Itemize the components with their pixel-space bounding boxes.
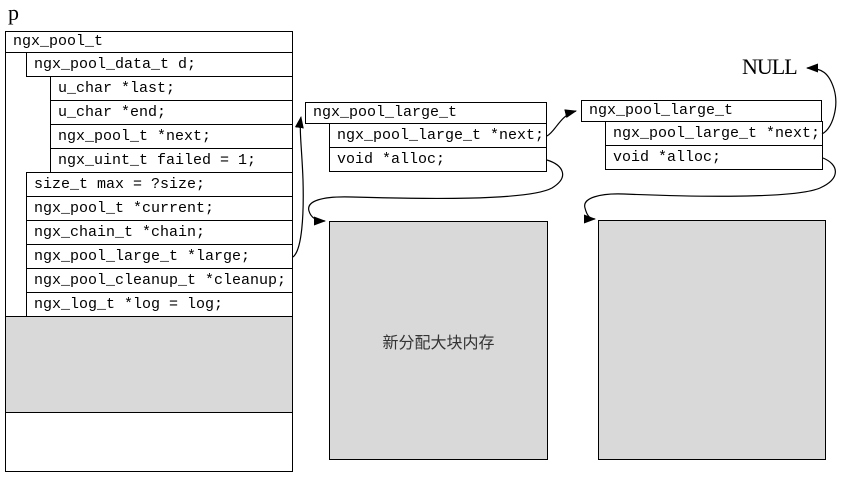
field-large: ngx_pool_large_t *large; — [26, 244, 293, 269]
field-last: u_char *last; — [50, 76, 293, 101]
null-terminator-label: NULL — [742, 54, 798, 79]
field-cleanup: ngx_pool_cleanup_t *cleanup; — [26, 268, 293, 293]
large-block-2-next: ngx_pool_large_t *next; — [605, 121, 823, 146]
field-chain: ngx_chain_t *chain; — [26, 220, 293, 245]
field-log: ngx_log_t *log = log; — [26, 292, 293, 317]
large-block-2-alloc: void *alloc; — [605, 145, 823, 170]
large-block-1-next: ngx_pool_large_t *next; — [329, 123, 547, 148]
large-block-2-title: ngx_pool_large_t — [581, 100, 822, 122]
field-pool-data: ngx_pool_data_t d; — [26, 52, 293, 77]
field-next: ngx_pool_t *next; — [50, 124, 293, 149]
large-block-1-alloc: void *alloc; — [329, 147, 547, 172]
arrow-large-to-first-block — [292, 116, 304, 258]
allocated-memory-block-2 — [598, 220, 826, 460]
arrow-first-next-to-second-block — [546, 109, 577, 137]
large-block-1-title: ngx_pool_large_t — [305, 102, 547, 124]
pool-used-memory-region — [5, 316, 293, 413]
field-max: size_t max = ?size; — [26, 172, 293, 197]
field-end: u_char *end; — [50, 100, 293, 125]
field-current: ngx_pool_t *current; — [26, 196, 293, 221]
allocated-memory-block-1: 新分配大块内存 — [329, 221, 548, 460]
pool-free-memory-region — [5, 412, 293, 472]
ngx-pool-t-title: ngx_pool_t — [5, 31, 293, 53]
allocated-memory-label: 新分配大块内存 — [382, 334, 495, 352]
pool-pointer-label: p — [8, 0, 19, 25]
field-failed: ngx_uint_t failed = 1; — [50, 148, 293, 173]
